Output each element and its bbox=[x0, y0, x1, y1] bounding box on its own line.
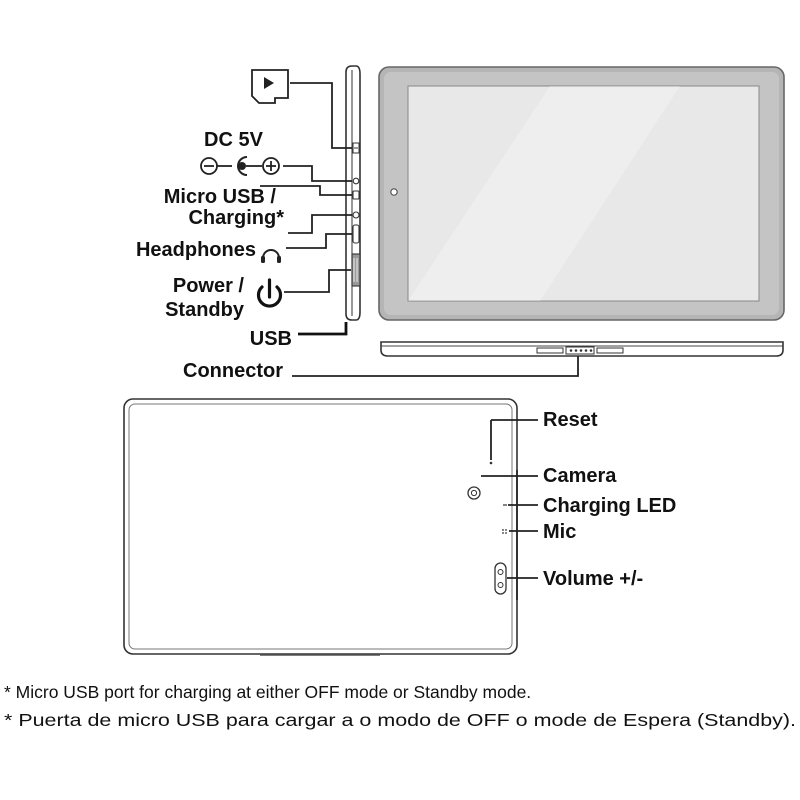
tablet-screen bbox=[407, 85, 760, 302]
headphones-label: Headphones bbox=[136, 239, 256, 261]
power-icon bbox=[256, 278, 283, 308]
power-label-line1: Power / bbox=[173, 275, 245, 297]
headphones-icon bbox=[261, 249, 281, 263]
usb-label: USB bbox=[250, 328, 292, 350]
leader-lines bbox=[260, 82, 579, 579]
front-camera-icon bbox=[390, 188, 398, 196]
tablet-bottom-edge-view bbox=[380, 341, 784, 357]
tablet-back-view bbox=[123, 398, 518, 656]
microsd-card-icon bbox=[251, 69, 289, 104]
dc-5v-label: DC 5V bbox=[204, 129, 264, 151]
rear-camera-icon bbox=[467, 486, 481, 500]
volume-rocker-icon bbox=[494, 562, 507, 595]
mic-icon bbox=[502, 529, 507, 534]
reset-label: Reset bbox=[543, 409, 598, 431]
connector-label: Connector bbox=[183, 360, 283, 382]
camera-label: Camera bbox=[543, 465, 617, 487]
micro-usb-label-line2: Charging* bbox=[188, 207, 284, 229]
footnote-english: * Micro USB port for charging at either … bbox=[4, 682, 531, 702]
mic-label: Mic bbox=[543, 521, 576, 543]
micro-usb-label-line1: Micro USB / bbox=[164, 186, 277, 208]
volume-label: Volume +/- bbox=[543, 568, 643, 590]
dc-polarity-icon bbox=[200, 156, 280, 176]
reset-pinhole-icon bbox=[489, 461, 493, 465]
tablet-front-view bbox=[378, 66, 785, 321]
footnote-spanish: * Puerta de micro USB para cargar a o mo… bbox=[4, 710, 796, 730]
charging-led-label: Charging LED bbox=[543, 495, 676, 517]
power-label-line2: Standby bbox=[165, 299, 245, 321]
tablet-side-view bbox=[345, 65, 361, 321]
